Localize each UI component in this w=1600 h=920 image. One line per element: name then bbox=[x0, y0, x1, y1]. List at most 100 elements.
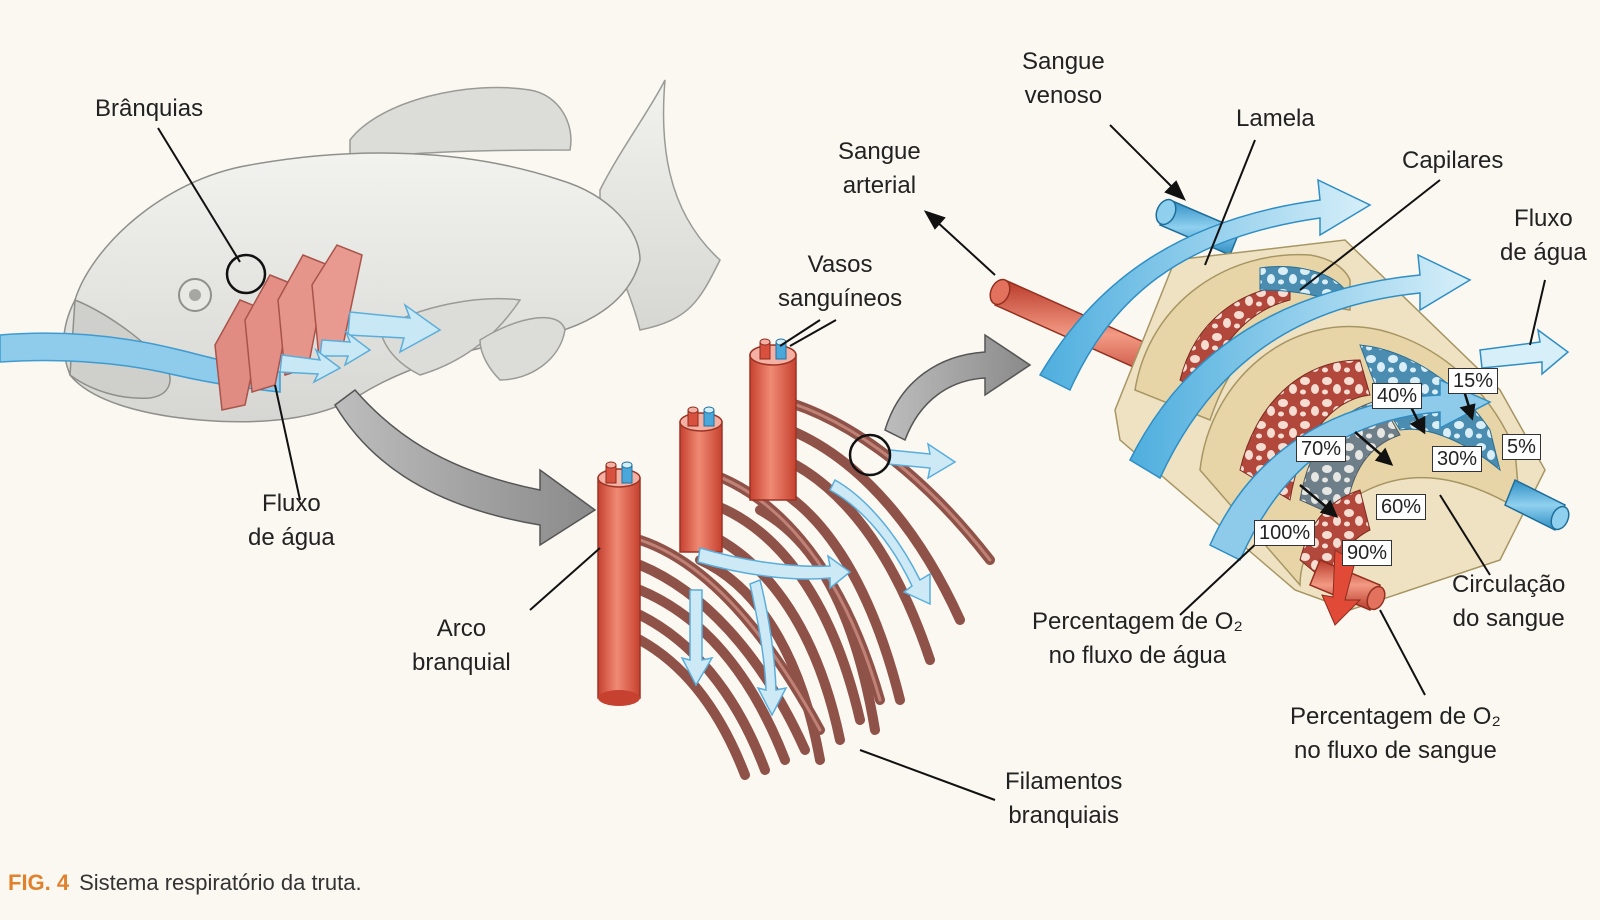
diffusion-arrowhead bbox=[1374, 447, 1394, 466]
filament bbox=[635, 560, 810, 755]
blood-exit-blue bbox=[1504, 478, 1566, 532]
label-line: no fluxo de água bbox=[1048, 642, 1227, 669]
water-arrow-filament bbox=[680, 589, 714, 687]
diffusion-arrowhead bbox=[1319, 499, 1339, 518]
label-circulacao-sangue: Circulação do sangue bbox=[1452, 568, 1565, 636]
label-branquias: Brânquias bbox=[95, 95, 204, 122]
filament-focus-circle bbox=[848, 433, 892, 477]
leader-arco bbox=[529, 547, 601, 611]
pointer-sangue-venoso bbox=[1109, 124, 1176, 191]
label-arco-branquial: Arco branquial bbox=[412, 612, 511, 680]
label-sangue-arterial: Sangue arterial bbox=[838, 135, 921, 203]
diffusion-arrowhead bbox=[1459, 403, 1476, 421]
figure-caption-text: Sistema respiratório da truta. bbox=[79, 870, 362, 895]
diffusion-arrow bbox=[1299, 484, 1331, 511]
vein-tube-end bbox=[1155, 198, 1177, 226]
arch-vein-top bbox=[703, 406, 715, 414]
label-line: Sangue bbox=[838, 138, 921, 165]
label-line: do sangue bbox=[1452, 605, 1565, 632]
label-line: Fluxo bbox=[1514, 205, 1573, 232]
gill-4 bbox=[311, 244, 363, 360]
label-lamela: Lamela bbox=[1236, 105, 1315, 132]
water-arrow-filament bbox=[829, 478, 931, 606]
gill-arch-1 bbox=[597, 461, 641, 706]
label-capilares: Capilares bbox=[1402, 147, 1504, 174]
label-line: venoso bbox=[1024, 82, 1103, 109]
label-line: branquial bbox=[412, 649, 511, 676]
figure-caption: FIG. 4 Sistema respiratório da truta. bbox=[8, 870, 362, 896]
leader-fluxo-agua-fish bbox=[274, 384, 301, 501]
label-percentagem-sangue: Percentagem de O₂ no fluxo de sangue bbox=[1290, 700, 1501, 768]
filament-highlight bbox=[698, 468, 882, 702]
blood-arrow-red-down bbox=[1321, 549, 1362, 626]
pct-water-100: 100% bbox=[1254, 520, 1316, 546]
pct-blood-30: 30% bbox=[1432, 446, 1483, 472]
gills bbox=[214, 244, 363, 411]
leader-perc-agua bbox=[1179, 539, 1261, 616]
water-arrow-filament bbox=[749, 578, 788, 717]
leader-branquias bbox=[157, 127, 241, 263]
arch-top bbox=[597, 468, 641, 488]
label-line: Sangue bbox=[1022, 48, 1105, 75]
leader-capilares bbox=[1299, 179, 1441, 291]
pct-water-40: 40% bbox=[1372, 383, 1423, 409]
filament bbox=[695, 555, 825, 765]
label-fluxo-agua-right: Fluxo de água bbox=[1500, 202, 1587, 270]
pct-water-15: 15% bbox=[1448, 368, 1499, 394]
leader-circulacao bbox=[1439, 494, 1491, 576]
arch-artery-top bbox=[605, 461, 617, 469]
arch-top bbox=[679, 412, 723, 432]
blood-exit-red-end bbox=[1366, 585, 1386, 611]
arch-top bbox=[749, 344, 797, 366]
filament bbox=[635, 585, 790, 765]
fish-pelvic-fin bbox=[479, 317, 566, 381]
label-line: Percentagem de O₂ bbox=[1032, 608, 1243, 635]
zoom-arrow-fish-to-arch bbox=[334, 388, 597, 547]
water-arrow-gill-3 bbox=[279, 347, 342, 384]
label-fluxo-agua-fish: Fluxo de água bbox=[248, 487, 335, 555]
blood-exit-blue-end bbox=[1550, 505, 1570, 531]
filament bbox=[635, 635, 750, 780]
water-arrow-lamella-inner bbox=[1209, 378, 1492, 562]
label-line: Circulação bbox=[1452, 571, 1566, 598]
label-line: de água bbox=[1500, 239, 1587, 266]
fish-pupil bbox=[189, 289, 201, 301]
diffusion-arrowhead bbox=[1409, 415, 1426, 435]
artery-tube-end bbox=[989, 278, 1011, 306]
water-arrows-gills bbox=[279, 302, 442, 384]
arch-vein-top bbox=[621, 461, 633, 469]
gill-focus-circle bbox=[225, 253, 267, 295]
water-arrow-filament bbox=[887, 442, 957, 480]
gill-arch-3 bbox=[749, 338, 797, 501]
water-arrow-lamella-front bbox=[1129, 253, 1472, 480]
diffusion-arrow bbox=[1354, 431, 1386, 459]
label-line: Vasos bbox=[807, 251, 873, 278]
label-sangue-venoso: Sangue venoso bbox=[1022, 45, 1105, 113]
water-stream-mouth bbox=[0, 332, 281, 393]
label-line: no fluxo de sangue bbox=[1293, 737, 1497, 764]
figure-number: FIG. 4 bbox=[8, 870, 70, 895]
label-line: Filamentos bbox=[1005, 768, 1123, 795]
water-arrows-filaments bbox=[680, 442, 957, 717]
blood-exit-tubes bbox=[1309, 478, 1570, 626]
zoom-arrow-filament-to-lamella bbox=[884, 333, 1032, 442]
leader-vasos-2 bbox=[789, 319, 837, 347]
leader-perc-sangue bbox=[1379, 609, 1426, 696]
label-line: branquiais bbox=[1008, 802, 1120, 829]
label-line: Fluxo bbox=[262, 490, 321, 517]
arch-cylinder bbox=[679, 421, 723, 553]
leader-filamentos bbox=[859, 749, 996, 801]
water-arrow-fluxo-exit bbox=[1479, 328, 1570, 376]
filament-highlight bbox=[638, 538, 822, 732]
label-line: Percentagem de O₂ bbox=[1290, 703, 1501, 730]
leader-fluxo-agua-right bbox=[1529, 279, 1546, 346]
label-filamentos-branquiais: Filamentos branquiais bbox=[1005, 765, 1122, 833]
water-arrow-filament bbox=[697, 547, 852, 590]
label-line: arterial bbox=[842, 172, 917, 199]
filament bbox=[635, 610, 770, 775]
arch-cylinder bbox=[749, 354, 797, 501]
pct-blood-60: 60% bbox=[1376, 494, 1427, 520]
label-vasos-sanguineos: Vasos sanguíneos bbox=[778, 248, 902, 316]
arch-cylinder bbox=[597, 477, 641, 699]
